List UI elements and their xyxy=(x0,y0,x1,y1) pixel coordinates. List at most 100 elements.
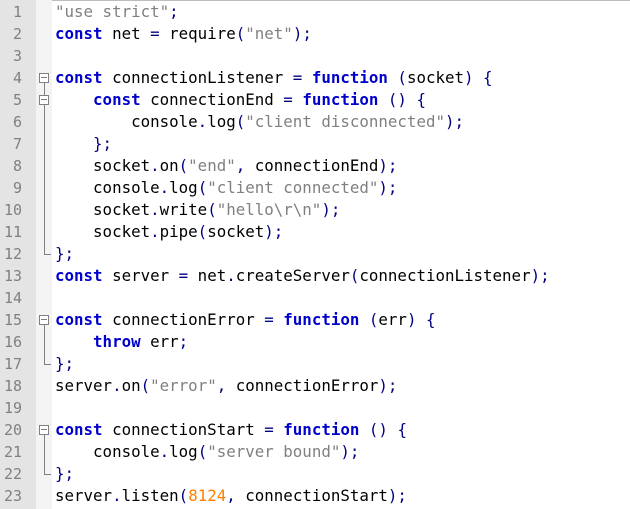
code-line[interactable]: 10 socket.write("hello\r\n"); xyxy=(0,199,630,221)
code-line[interactable]: 5 const connectionEnd = function () { xyxy=(0,89,630,111)
fold-guide-line xyxy=(44,325,45,331)
identifier-token xyxy=(474,68,484,87)
identifier-token: console xyxy=(55,442,160,461)
code-text[interactable]: const connectionListener = function (soc… xyxy=(55,67,493,89)
punctuation-token: . xyxy=(159,442,170,461)
line-number[interactable]: 22 xyxy=(3,465,22,483)
identifier-token xyxy=(388,420,398,439)
line-number[interactable]: 4 xyxy=(12,69,22,87)
code-line[interactable]: 18 server.on("error", connectionError); xyxy=(0,375,630,397)
code-line[interactable]: 14 xyxy=(0,287,630,309)
identifier-token: log xyxy=(169,178,198,197)
line-number[interactable]: 7 xyxy=(12,135,22,153)
code-line[interactable]: 23 server.listen(8124, connectionStart); xyxy=(0,485,630,507)
punctuation-token: ( xyxy=(207,200,217,219)
line-number[interactable]: 23 xyxy=(3,487,22,505)
code-text[interactable]: const net = require("net"); xyxy=(55,23,312,45)
identifier-token xyxy=(55,134,93,153)
code-line[interactable]: 19 xyxy=(0,397,630,419)
fold-collapse-icon[interactable] xyxy=(39,73,49,83)
punctuation-token: ); xyxy=(321,200,341,219)
line-number[interactable]: 21 xyxy=(3,443,22,461)
punctuation-token: ; xyxy=(178,332,189,351)
code-line[interactable]: 4 const connectionListener = function (so… xyxy=(0,67,630,89)
line-number[interactable]: 5 xyxy=(12,91,22,109)
code-line[interactable]: 12}; xyxy=(0,243,630,265)
keyword-token: const xyxy=(55,420,103,439)
identifier-token: connectionStart xyxy=(102,420,265,439)
identifier-token: require xyxy=(159,24,236,43)
code-line[interactable]: 13 const server = net.createServer(connec… xyxy=(0,265,630,287)
fold-collapse-icon[interactable] xyxy=(39,315,49,325)
code-line[interactable]: 11 socket.pipe(socket); xyxy=(0,221,630,243)
line-number[interactable]: 15 xyxy=(3,311,22,329)
line-number[interactable]: 17 xyxy=(3,355,22,373)
code-line[interactable]: 1 "use strict"; xyxy=(0,1,630,23)
code-line[interactable]: 8 socket.on("end", connectionEnd); xyxy=(0,155,630,177)
line-number[interactable]: 14 xyxy=(3,289,22,307)
punctuation-token: ); xyxy=(340,442,360,461)
code-text[interactable]: server.on("error", connectionError); xyxy=(55,375,397,397)
code-line[interactable]: 20 const connectionStart = function () { xyxy=(0,419,630,441)
punctuation-token: }; xyxy=(55,464,75,483)
code-text[interactable]: server.listen(8124, connectionStart); xyxy=(55,485,407,507)
code-line[interactable]: 6 console.log("client disconnected"); xyxy=(0,111,630,133)
code-line[interactable]: 16 throw err; xyxy=(0,331,630,353)
code-text[interactable]: socket.on("end", connectionEnd); xyxy=(55,155,397,177)
code-line[interactable]: 3 xyxy=(0,45,630,67)
code-text[interactable]: const connectionStart = function () { xyxy=(55,419,407,441)
code-text[interactable]: socket.pipe(socket); xyxy=(55,221,283,243)
code-text[interactable]: }; xyxy=(55,243,74,265)
punctuation-token: ); xyxy=(378,156,398,175)
identifier-token: createServer xyxy=(235,266,350,285)
identifier-token: connectionEnd xyxy=(245,156,379,175)
code-line[interactable]: 2 const net = require("net"); xyxy=(0,23,630,45)
line-number[interactable]: 20 xyxy=(3,421,22,439)
line-number[interactable]: 10 xyxy=(3,201,22,219)
code-text[interactable]: console.log("client disconnected"); xyxy=(55,111,464,133)
code-text[interactable]: }; xyxy=(55,463,74,485)
identifier-token: connectionError xyxy=(102,310,265,329)
code-text[interactable]: console.log("server bound"); xyxy=(55,441,359,463)
code-text[interactable]: const connectionError = function (err) { xyxy=(55,309,436,331)
code-text[interactable]: "use strict"; xyxy=(55,1,179,23)
code-text[interactable]: }; xyxy=(55,133,112,155)
line-number[interactable]: 3 xyxy=(12,47,22,65)
code-line[interactable]: 22}; xyxy=(0,463,630,485)
fold-guide-line xyxy=(44,105,45,111)
line-number[interactable]: 1 xyxy=(12,3,22,21)
code-text[interactable]: }; xyxy=(55,353,74,375)
number-token: 8124 xyxy=(188,486,227,505)
code-text[interactable]: const connectionEnd = function () { xyxy=(55,89,426,111)
punctuation-token: { xyxy=(416,90,426,109)
punctuation-token: ; xyxy=(169,2,179,21)
line-number[interactable]: 18 xyxy=(3,377,22,395)
code-text[interactable]: const server = net.createServer(connecti… xyxy=(55,265,550,287)
line-number[interactable]: 11 xyxy=(3,223,22,241)
punctuation-token: ); xyxy=(292,24,312,43)
code-text[interactable]: throw err; xyxy=(55,331,188,353)
code-text[interactable]: console.log("client connected"); xyxy=(55,177,397,199)
fold-collapse-icon[interactable] xyxy=(39,95,49,105)
line-number[interactable]: 19 xyxy=(3,399,22,417)
code-line[interactable]: 21 console.log("server bound"); xyxy=(0,441,630,463)
code-line[interactable]: 17}; xyxy=(0,353,630,375)
code-line[interactable]: 7 }; xyxy=(0,133,630,155)
code-text[interactable]: socket.write("hello\r\n"); xyxy=(55,199,340,221)
identifier-token xyxy=(302,68,312,87)
fold-collapse-icon[interactable] xyxy=(39,425,49,435)
fold-guide-line xyxy=(44,133,45,155)
line-number[interactable]: 9 xyxy=(12,179,22,197)
line-number[interactable]: 8 xyxy=(12,157,22,175)
line-number[interactable]: 13 xyxy=(3,267,22,285)
line-number[interactable]: 16 xyxy=(3,333,22,351)
punctuation-token: ) xyxy=(406,310,417,329)
code-line[interactable]: 15 const connectionError = function (err)… xyxy=(0,309,630,331)
code-line[interactable]: 9 console.log("client connected"); xyxy=(0,177,630,199)
identifier-token xyxy=(55,332,93,351)
fold-guide-line xyxy=(44,221,45,243)
line-number[interactable]: 12 xyxy=(3,245,22,263)
line-number[interactable]: 2 xyxy=(12,25,22,43)
line-number[interactable]: 6 xyxy=(12,113,22,131)
